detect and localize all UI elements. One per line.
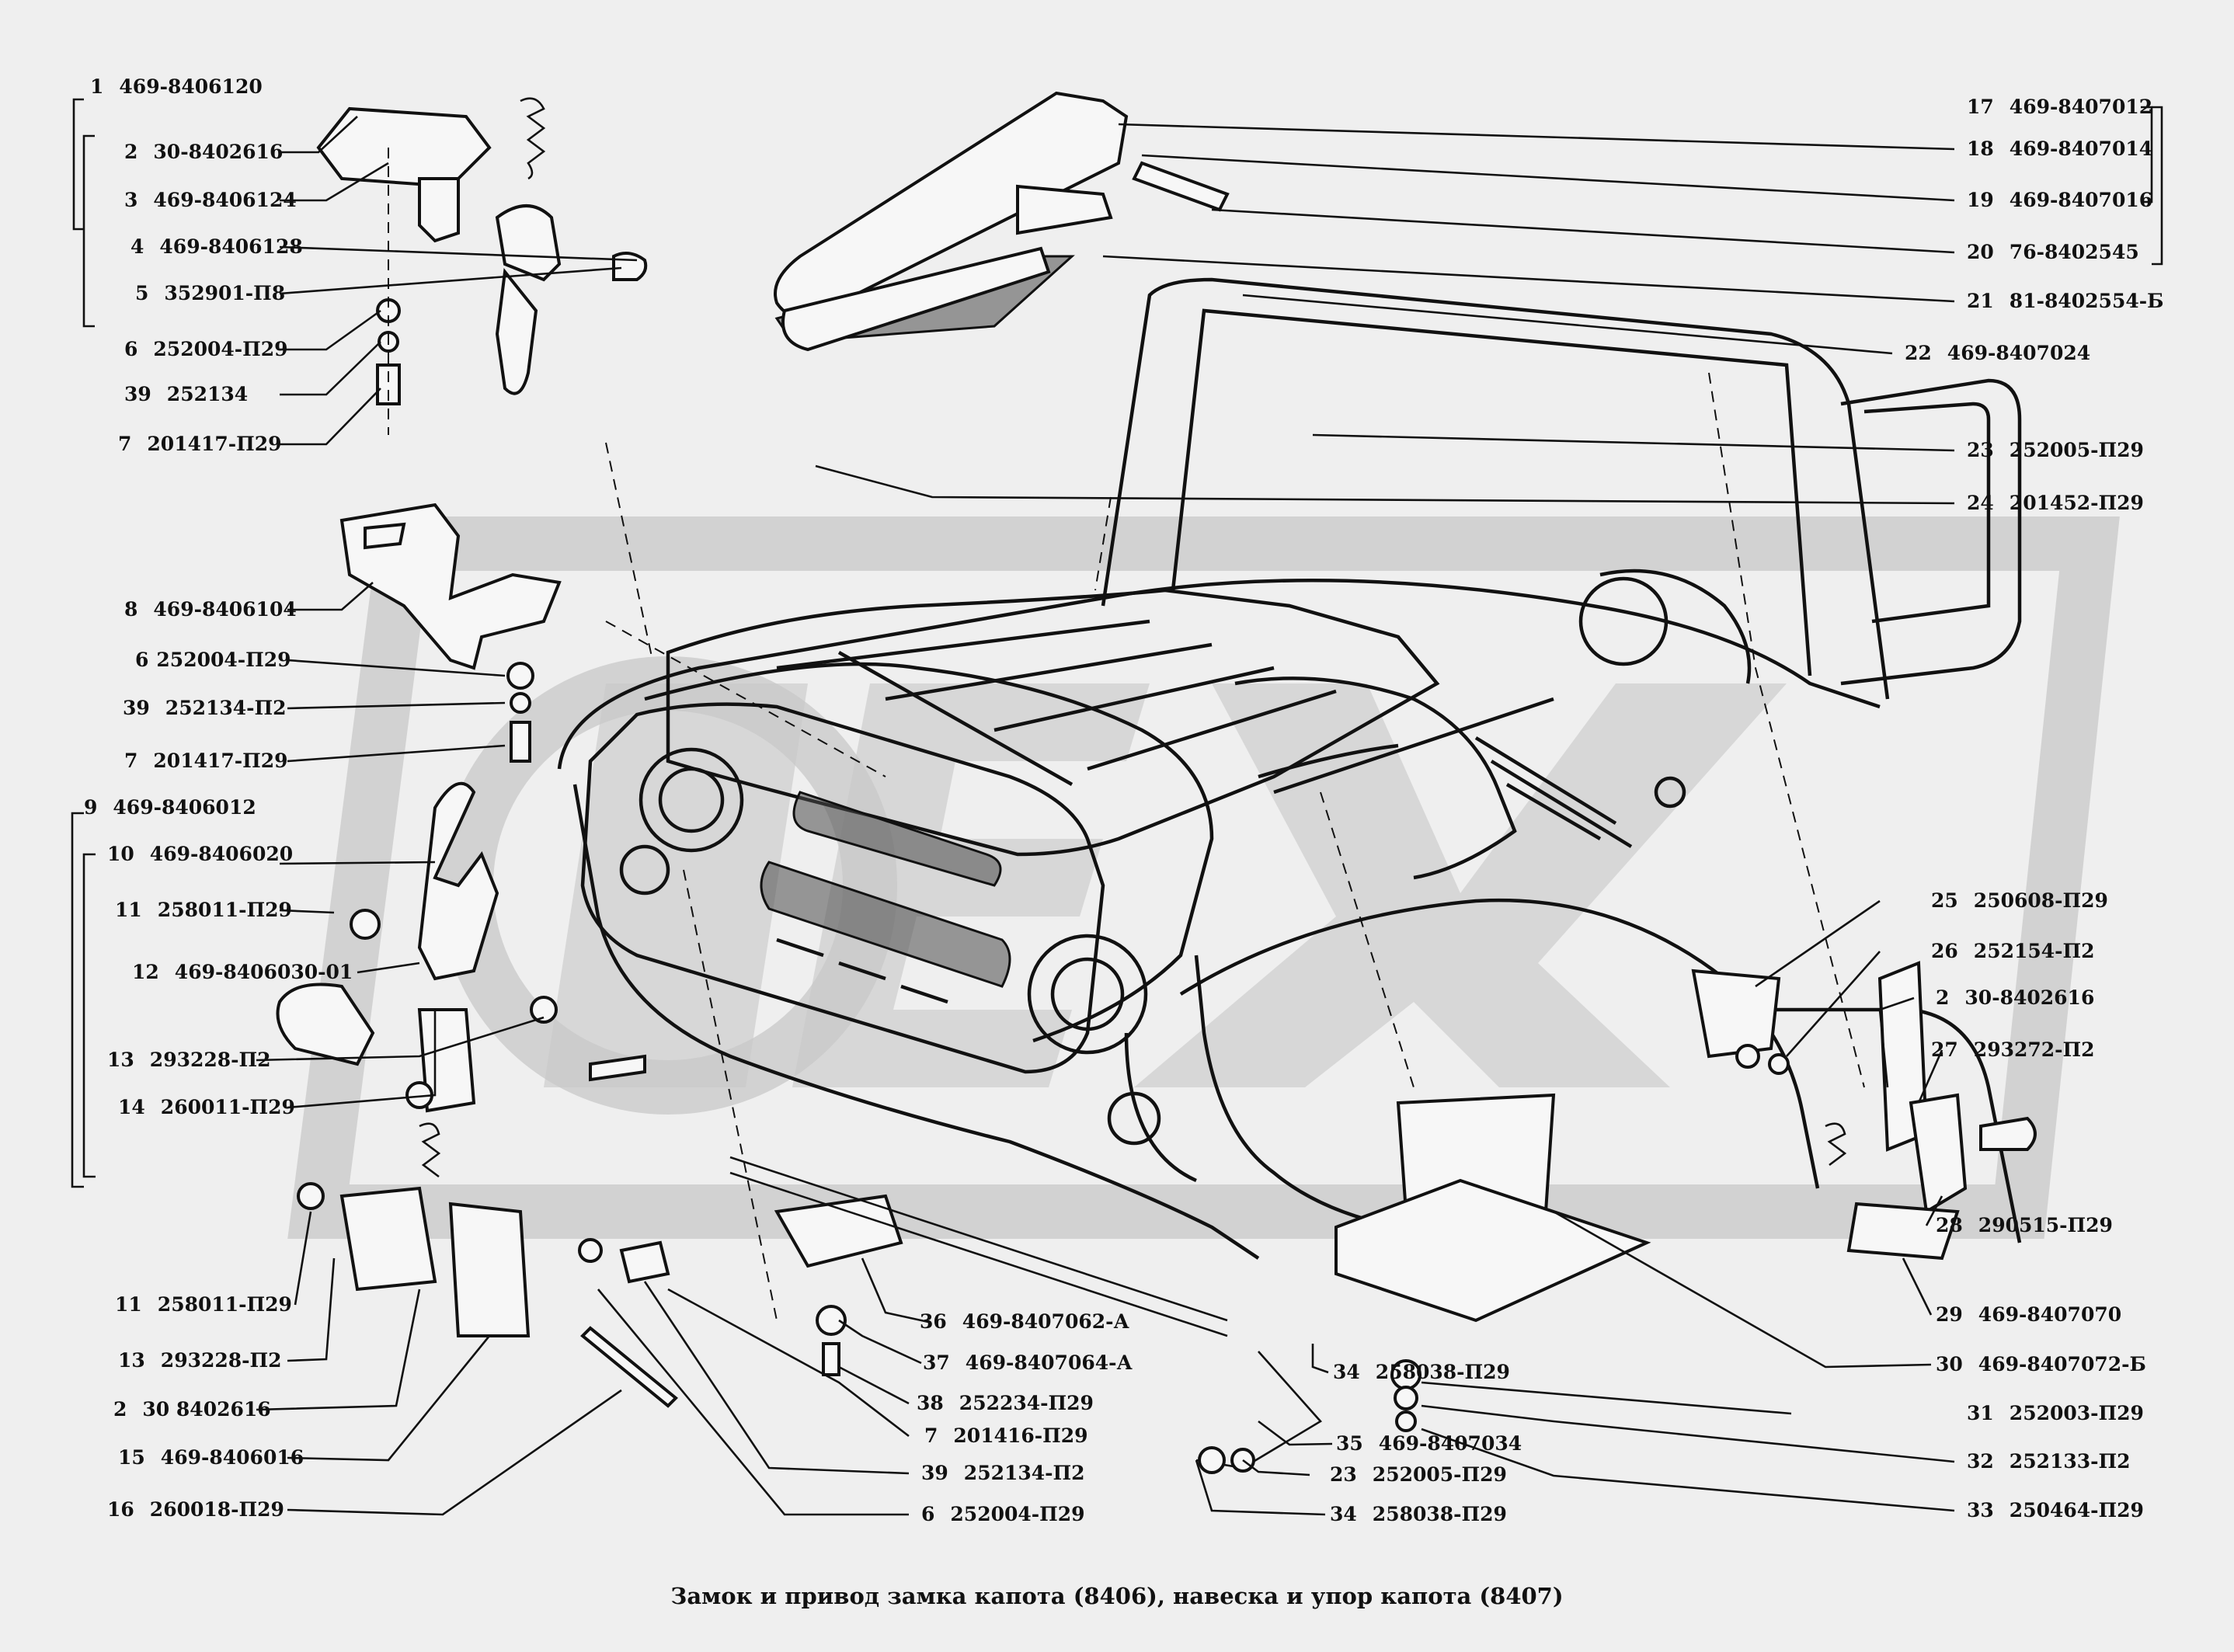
leader-lines: [256, 116, 1955, 1516]
assembly-lines: [388, 148, 1865, 1321]
hood-lock-upper: [316, 97, 648, 405]
hood: [666, 588, 1440, 857]
front-face: [580, 702, 1161, 1146]
group-brackets: [71, 98, 2163, 1188]
hood-hinge: [774, 91, 1230, 352]
hood-prop: [729, 1093, 1651, 1474]
hood-lock-lower: [276, 781, 678, 1408]
vehicle-body: [557, 277, 2022, 1260]
diagram-caption: Замок и привод замка капота (8406), наве…: [670, 1583, 1563, 1609]
catch-bracket: [339, 503, 562, 763]
